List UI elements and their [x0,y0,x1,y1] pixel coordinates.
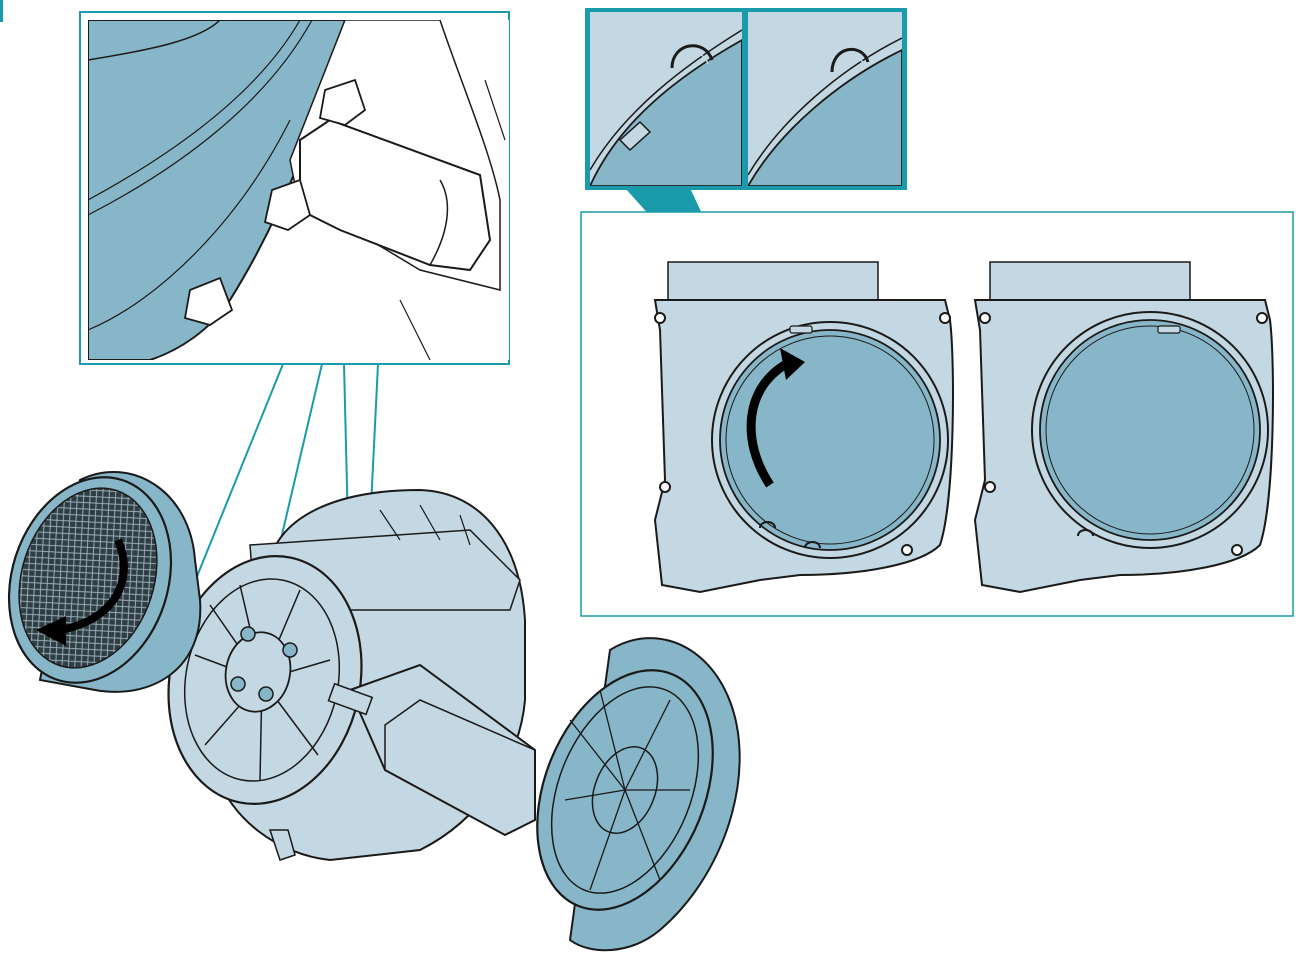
detail-callout-tab-before [590,12,742,186]
housing-after-rotation [973,261,1274,594]
blower-housing [167,488,536,862]
housing-before-rotation [653,261,954,594]
rotation-arrow-counterclockwise-icon [36,538,128,646]
detail-callout-latch [79,11,510,365]
detail-callout-tabs [585,8,907,190]
corner-accent-mark [0,0,3,22]
grease-filter-mesh [7,470,202,693]
rotation-arrow-clockwise-icon [746,348,805,488]
filter-cover [536,637,741,952]
rotation-comparison-panel [580,211,1294,617]
detail-callout-tab-after [748,12,902,186]
